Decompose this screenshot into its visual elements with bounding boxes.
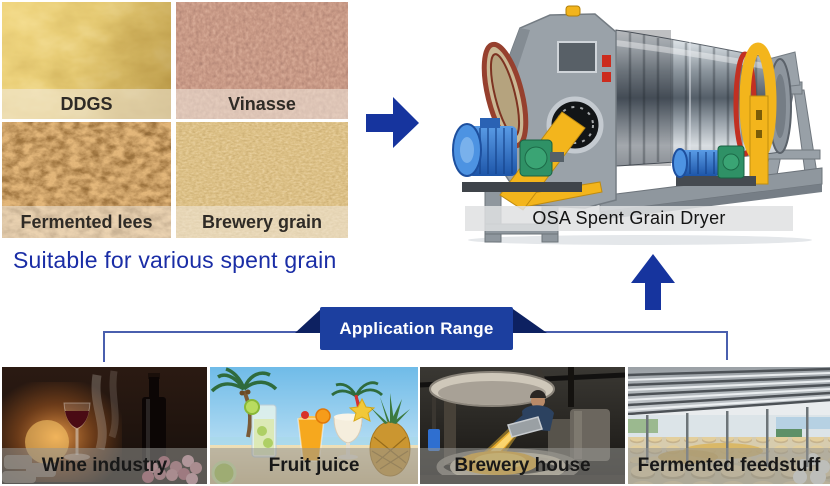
spent-grain-dryer-illustration	[452, 5, 823, 245]
ribbon-fold-right-icon	[513, 309, 547, 333]
application-tile-fruit-juice: Fruit juice	[210, 367, 418, 484]
spent-grain-tile-vinasse: Vinasse	[176, 2, 348, 119]
machine-label: OSA Spent Grain Dryer	[465, 206, 793, 231]
ribbon-fold-left-icon	[295, 309, 321, 333]
spent-grain-label: DDGS	[2, 89, 171, 119]
application-tile-fermented-feedstuff: Fermented feedstuff	[628, 367, 830, 484]
spent-grain-tile-fermented-lees: Fermented lees	[2, 122, 171, 238]
connector-line-right	[726, 331, 728, 360]
headline: Suitable for various spent grain	[13, 247, 337, 273]
machine-photo: OSA Spent Grain Dryer	[450, 0, 830, 245]
application-label: Fermented feedstuff	[628, 448, 830, 484]
spent-grain-label: Vinasse	[176, 89, 348, 119]
application-label: Fruit juice	[210, 448, 418, 484]
application-range-banner: Application Range	[320, 307, 513, 350]
spent-grain-label: Brewery grain	[176, 206, 348, 238]
application-label: Brewery house	[420, 448, 625, 484]
connector-line-left	[103, 331, 105, 362]
application-tile-wine: Wine industry	[2, 367, 207, 484]
spent-grain-tile-brewery-grain: Brewery grain	[176, 122, 348, 238]
application-tile-brewery-house: Brewery house	[420, 367, 625, 484]
brewery-house-photo	[420, 367, 625, 484]
right-arrow-icon	[366, 97, 419, 148]
spent-grain-tile-ddgs: DDGS	[2, 2, 171, 119]
up-arrow-icon	[631, 254, 675, 310]
spent-grain-label: Fermented lees	[2, 206, 171, 238]
application-label: Wine industry	[2, 448, 207, 484]
